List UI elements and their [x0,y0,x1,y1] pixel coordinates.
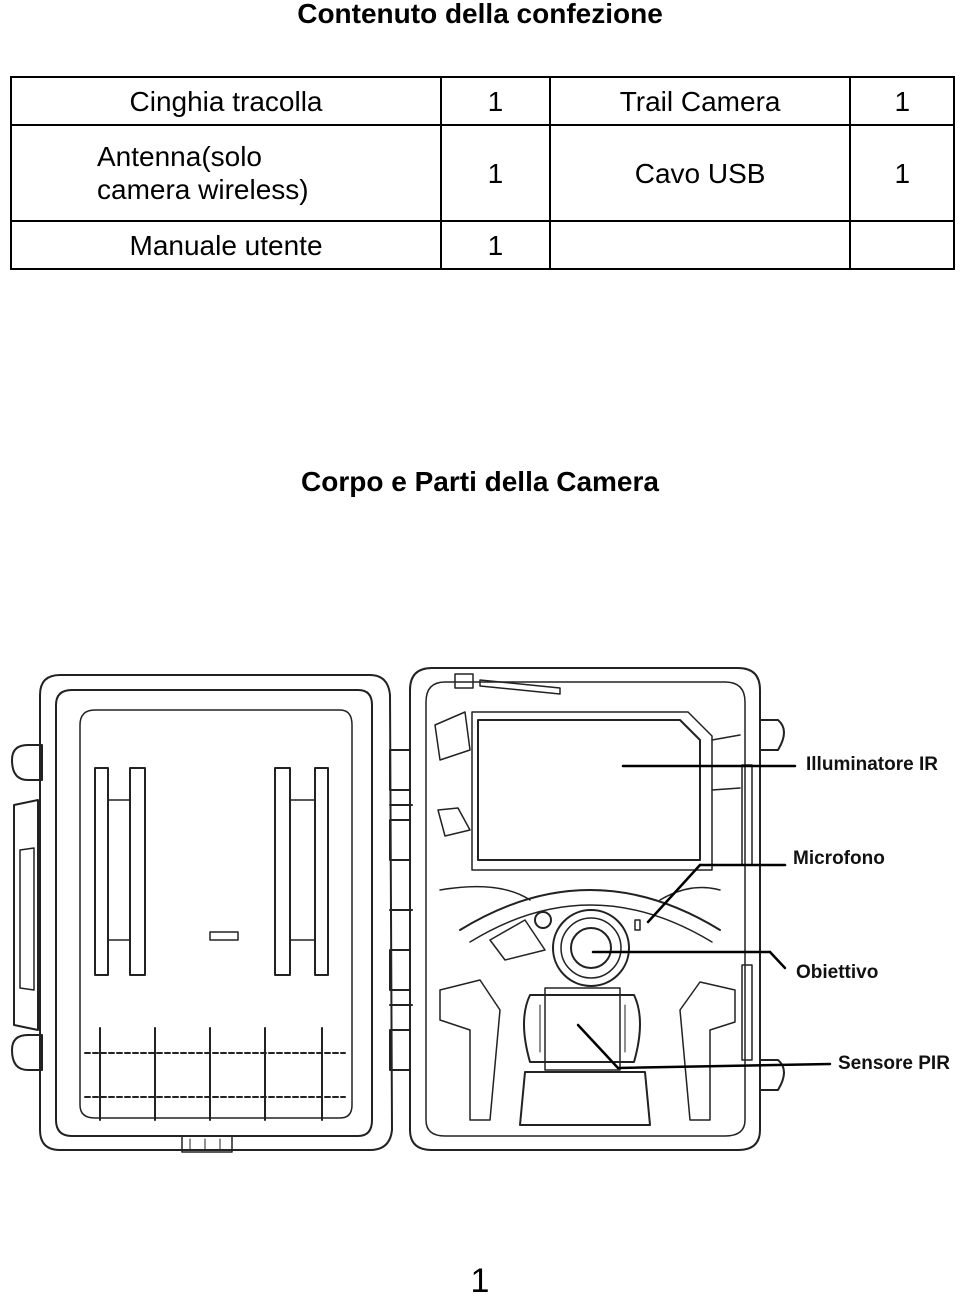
table-cell [548,220,852,270]
callout-lines [576,764,832,1070]
hinge-drawing [389,749,413,1071]
label-ir: Illuminatore IR [806,754,938,775]
label-lens: Obiettivo [796,962,878,983]
table-cell: Cinghia tracolla [9,76,443,126]
parts-title: Corpo e Parti della Camera [301,466,659,497]
antenna-line-1: Antenna(solo [97,141,263,172]
table-cell: 1 [849,76,955,126]
table-cell: 1 [440,124,551,222]
contents-table: Cinghia tracolla 1 Trail Camera 1 Antenn… [9,76,955,270]
antenna-line-2: camera wireless) [97,174,309,205]
table-cell: Manuale utente [9,220,443,270]
label-mic: Microfono [793,848,885,869]
table-cell: 1 [440,76,551,126]
label-pir: Sensore PIR [838,1053,950,1074]
camera-diagram: Illuminatore IR Microfono Obiettivo Sens… [11,667,950,1153]
front-housing-drawing [409,667,785,1151]
table-row: Manuale utente 1 [9,220,955,270]
table-cell: Cavo USB [548,124,852,222]
table-cell: Trail Camera [548,76,852,126]
table-row: Antenna(solo camera wireless) 1 Cavo USB… [9,124,955,222]
table-cell: 1 [849,124,955,222]
table-cell [849,220,955,270]
contents-title: Contenuto della confezione [297,0,663,29]
table-row: Cinghia tracolla 1 Trail Camera 1 [9,76,955,126]
page-number: 1 [470,1262,490,1300]
table-cell: 1 [440,220,551,270]
table-cell: Antenna(solo camera wireless) [9,124,443,222]
back-cover-drawing [11,674,393,1153]
